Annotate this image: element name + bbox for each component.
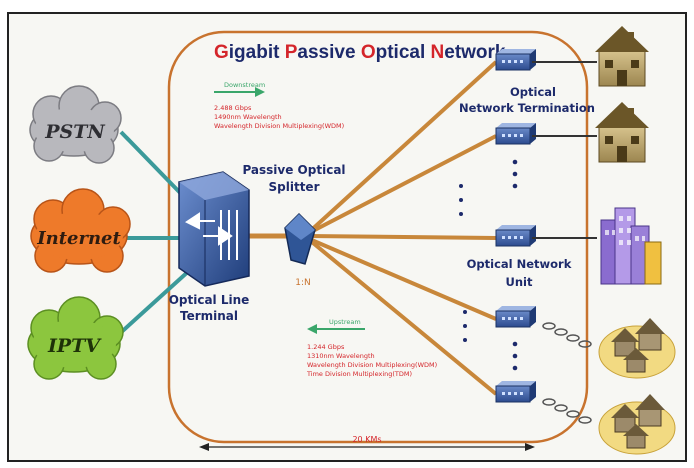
- upstream-label: Upstream: [329, 318, 361, 326]
- olt-arrows-icon: [185, 210, 238, 260]
- title-part: etwork: [444, 42, 506, 63]
- upstream-line-4: Time Division Multiplexing(TDM): [306, 370, 412, 378]
- splitter-label-line1: Passive Optical: [242, 163, 345, 177]
- fiber-fanout: [305, 60, 498, 396]
- title-part: O: [361, 42, 376, 63]
- splitter-label-line2: Splitter: [269, 180, 320, 194]
- network-terminal-device-1: [495, 49, 536, 71]
- gpon-diagram: PSTN Internet IPTV: [27, 26, 676, 455]
- house-1-icon: [595, 26, 649, 87]
- title-part: N: [431, 42, 445, 63]
- iptv-link: [115, 267, 193, 338]
- ellipsis-dots: [459, 159, 518, 371]
- splitter-device: [284, 212, 316, 265]
- pstn-cloud: PSTN: [29, 85, 122, 164]
- splitter-ratio: 1:N: [295, 278, 311, 288]
- title-part: G: [214, 42, 229, 63]
- network-terminal-device-2: [495, 123, 536, 145]
- ont-label-line2: Network Termination: [459, 101, 595, 115]
- network-terminal-device-3: [495, 225, 536, 247]
- title-part: igabit: [229, 42, 285, 63]
- onu-label-line2: Unit: [506, 275, 533, 289]
- ont-label-line1: Optical: [510, 85, 556, 99]
- diagram-title: Gigabit Passive Optical Network: [214, 42, 506, 63]
- premise-chain-links: [542, 322, 592, 424]
- onu-label-line1: Optical Network: [467, 257, 572, 271]
- network-terminal-device-5: [495, 381, 536, 403]
- title-part: assive: [297, 42, 360, 63]
- distance-label: 20 KMs: [352, 435, 381, 444]
- title-part: P: [285, 42, 298, 63]
- downstream-line-1: 2.488 Gbps: [214, 104, 252, 112]
- downstream-line-3: Wavelength Division Multiplexing(WDM): [214, 122, 344, 130]
- diagram-frame: PSTN Internet IPTV: [7, 12, 687, 462]
- olt-label-line1: Optical Line: [169, 293, 250, 307]
- olt-label-line2: Terminal: [180, 309, 238, 323]
- internet-label: Internet: [36, 228, 121, 249]
- upstream-line-2: 1310nm Wavelength: [307, 352, 375, 360]
- office-buildings-icon: [600, 207, 662, 285]
- downstream-label: Downstream: [224, 81, 265, 89]
- olt-device: [178, 171, 250, 287]
- network-terminal-device-4: [495, 306, 536, 328]
- downstream-annotation: Downstream 2.488 Gbps 1490nm Wavelength …: [214, 81, 344, 130]
- house-2-icon: [595, 102, 649, 163]
- iptv-cloud: IPTV: [27, 296, 124, 380]
- title-part: ptical: [376, 42, 431, 63]
- upstream-annotation: Upstream 1.244 Gbps 1310nm Wavelength Wa…: [306, 318, 437, 378]
- residential-cluster-2-icon: [598, 394, 676, 455]
- residential-cluster-1-icon: [598, 318, 676, 379]
- iptv-label: IPTV: [47, 335, 102, 357]
- downstream-line-2: 1490nm Wavelength: [214, 113, 282, 121]
- distance-scale: 20 KMs: [199, 435, 535, 451]
- upstream-line-1: 1.244 Gbps: [307, 343, 345, 351]
- pstn-label: PSTN: [44, 121, 105, 143]
- terminal-devices: [495, 49, 536, 403]
- upstream-line-3: Wavelength Division Multiplexing(WDM): [307, 361, 437, 369]
- premise-links: [532, 61, 597, 239]
- internet-cloud: Internet: [30, 188, 131, 273]
